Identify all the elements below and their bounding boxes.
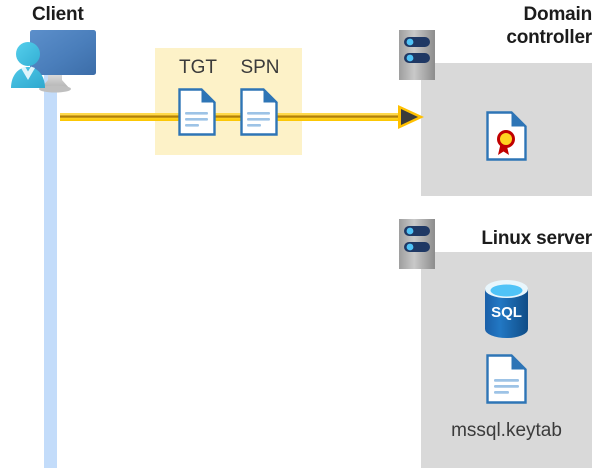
domain-controller-label-line2: controller: [506, 27, 592, 48]
domain-controller-label: Domain controller: [400, 3, 592, 49]
document-icon: [178, 88, 216, 136]
tgt-caption: TGT: [179, 57, 217, 78]
flow-line-tokens-to-dc: [302, 113, 402, 121]
keytab-filename-label: mssql.keytab: [451, 420, 562, 441]
client-lifeline: [44, 62, 57, 468]
certificate-document-icon: [486, 111, 527, 161]
document-icon: [240, 88, 278, 136]
domain-controller-label-line1: Domain: [523, 4, 593, 25]
server-rack-icon: [399, 30, 435, 80]
linux-server-label: Linux server: [481, 228, 592, 249]
server-rack-icon: [399, 219, 435, 269]
keytab-document-icon: [486, 354, 527, 404]
svg-text:SQL: SQL: [491, 304, 522, 321]
client-label: Client: [32, 4, 84, 25]
arrow-right-icon: [398, 103, 424, 131]
user-monitor-icon: [8, 28, 100, 96]
spn-caption: SPN: [240, 57, 280, 78]
sql-database-icon: SQL: [482, 280, 531, 338]
